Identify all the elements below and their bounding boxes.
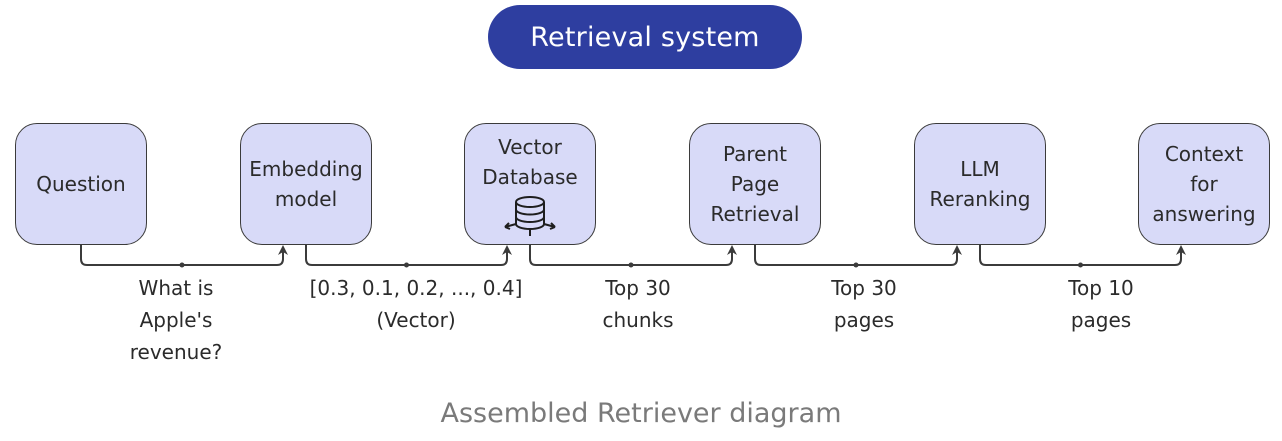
node-llm-reranking: LLM Reranking (914, 123, 1046, 245)
edge-label-question-to-embedding: What is Apple's revenue? (129, 276, 223, 364)
connector-midpoint-parent-page (853, 262, 859, 268)
connector-embedding-to-vector-db (305, 245, 512, 266)
connector-midpoint-question (179, 262, 185, 268)
node-vector-database: Vector Database (464, 123, 596, 245)
edge-label-vector-db-to-parent-page: Top 30 chunks (602, 276, 674, 332)
node-context-for-answering: Context for answering (1138, 123, 1270, 245)
node-embedding-model-label: Embedding model (249, 157, 363, 211)
node-question-label: Question (36, 172, 126, 196)
connector-midpoint-vector-db (628, 262, 634, 268)
database-icon (504, 196, 556, 236)
connector-parent-page-to-llm-rerank (754, 245, 962, 266)
node-llm-reranking-label: LLM Reranking (929, 157, 1031, 211)
node-parent-page-retrieval: Parent Page Retrieval (689, 123, 821, 245)
node-parent-page-retrieval-label: Parent Page Retrieval (710, 142, 800, 226)
connector-midpoint-embedding (404, 262, 409, 268)
connector-vector-db-to-parent-page (529, 245, 737, 266)
connector-midpoint-llm-rerank (1078, 262, 1083, 268)
node-vector-database-label: Vector Database (482, 135, 578, 189)
node-question: Question (15, 123, 147, 245)
connector-llm-rerank-to-context (979, 245, 1186, 266)
diagram-caption: Assembled Retriever diagram (440, 398, 842, 429)
node-embedding-model: Embedding model (240, 123, 372, 245)
edge-label-embedding-to-vector-db: [0.3, 0.1, 0.2, ..., 0.4] (Vector) (309, 276, 523, 332)
edge-label-parent-page-to-llm-rerank: Top 30 pages (831, 276, 897, 332)
edge-label-llm-rerank-to-context: Top 10 pages (1068, 276, 1134, 332)
connector-question-to-embedding (80, 245, 288, 266)
node-context-for-answering-label: Context for answering (1152, 142, 1256, 226)
diagram-title: Retrieval system (488, 5, 802, 69)
